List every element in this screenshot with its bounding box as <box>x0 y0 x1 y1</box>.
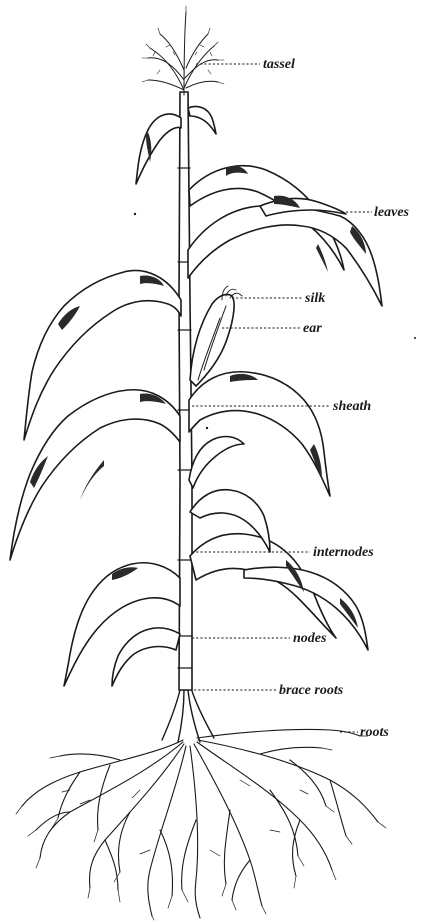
label-roots: roots <box>360 725 389 740</box>
label-nodes: nodes <box>293 631 327 646</box>
label-sheath: sheath <box>332 399 371 414</box>
label-tassel: tassel <box>263 57 295 72</box>
brace-roots <box>162 688 214 742</box>
speck <box>206 427 208 429</box>
label-ear: ear <box>303 321 322 336</box>
label-internodes: internodes <box>313 545 374 560</box>
label-silk: silk <box>304 291 325 306</box>
label-leaves: leaves <box>374 205 410 220</box>
label-brace-roots: brace roots <box>279 683 344 698</box>
speck <box>414 337 416 339</box>
leaves-illustration <box>10 106 382 686</box>
tassel-illustration <box>142 6 224 95</box>
speck <box>134 213 136 215</box>
ear-illustration <box>190 286 242 386</box>
root-system <box>16 729 386 920</box>
